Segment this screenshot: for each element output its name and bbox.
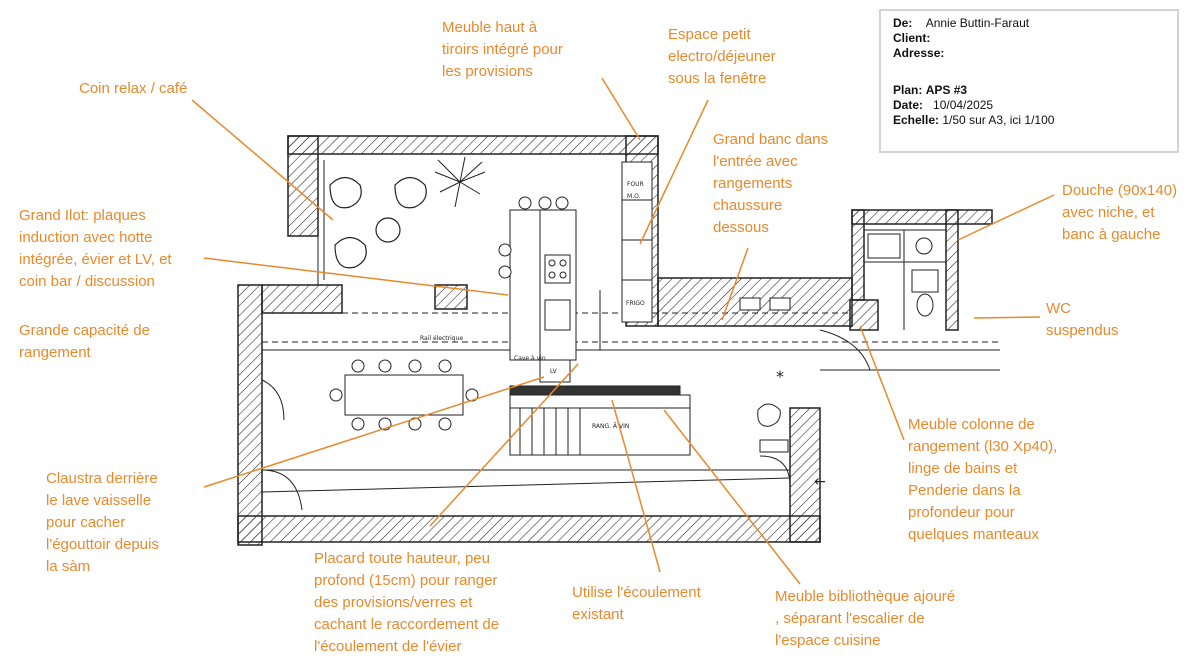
annotation-douche: Douche (90x140) avec niche, et banc à ga… — [1062, 182, 1178, 243]
dining-table — [329, 359, 479, 431]
svg-text:Rail électrique: Rail électrique — [420, 335, 463, 342]
tb-de-value: Annie Buttin-Faraut — [925, 16, 1030, 30]
tb-adresse-label: Adresse: — [893, 46, 945, 60]
tb-client-label: Client: — [893, 31, 931, 45]
tb-echelle-label: Echelle: — [893, 113, 940, 127]
annotation-coin-relax: Coin relax / café — [79, 80, 188, 97]
tb-date-row: Date: 10/04/2025 — [893, 98, 993, 112]
plant — [434, 156, 486, 208]
tb-address-row: Adresse: — [893, 46, 944, 60]
plan-labels: FOUR M.O. FRIGO LV Cave à vin Rail élect… — [420, 181, 826, 490]
tb-de-label: De: — [893, 16, 913, 30]
annotation-grande-capacite: Grande capacité de rangement — [19, 322, 150, 361]
wall-bathroom-left — [851, 209, 865, 301]
tb-echelle-value: 1/50 sur A3, ici 1/100 — [942, 113, 1055, 127]
tb-date-value: 10/04/2025 — [933, 98, 994, 112]
doors — [261, 329, 871, 511]
kitchen-cabinets — [621, 161, 653, 323]
tb-author-row: De: Annie Buttin-Faraut — [893, 16, 1029, 30]
svg-text:FRIGO: FRIGO — [626, 300, 645, 307]
staircase — [509, 385, 691, 456]
tb-plan-value: APS #3 — [925, 83, 968, 97]
wall-bathroom-top — [851, 209, 993, 225]
wall-top-left-room — [287, 135, 659, 155]
entry-furniture — [739, 297, 791, 453]
title-block: De: Annie Buttin-Faraut Client: Adresse:… — [879, 9, 1179, 153]
wall-bathroom-right — [945, 209, 959, 331]
annotation-espace-petit: Espace petit electro/déjeuner sous la fe… — [668, 26, 776, 87]
annotation-claustra: Claustra derrière le lave vaisselle pour… — [46, 470, 159, 575]
wall-bottom-right — [789, 407, 821, 543]
annotation-grand-ilot: Grand Ilot: plaques induction avec hotte… — [19, 207, 172, 290]
tb-plan-row: Plan: APS #3 — [893, 83, 967, 97]
svg-text:LV: LV — [550, 368, 558, 375]
wall-right-lower — [849, 299, 879, 331]
annotation-placard: Placard toute hauteur, peu profond (15cm… — [314, 550, 500, 655]
annotation-grand-banc: Grand banc dans l'entrée avec rangements… — [713, 131, 829, 236]
svg-text:←: ← — [814, 474, 826, 490]
svg-text:RANG. Ã VIN: RANG. Ã VIN — [592, 423, 629, 430]
walls — [237, 135, 993, 546]
tb-date-label: Date: — [893, 98, 924, 112]
svg-text:*: * — [776, 367, 784, 386]
annotation-meuble-biblio: Meuble bibliothèque ajouré , séparant l'… — [775, 588, 956, 649]
relax-chairs — [329, 176, 427, 269]
wall-bottom — [237, 515, 821, 543]
kitchen-island — [509, 209, 577, 383]
interior-lines — [261, 160, 1000, 520]
annotation-meuble-colonne: Meuble colonne de rangement (l30 Xp40), … — [908, 416, 1058, 543]
wall-left-stub — [261, 284, 343, 314]
leader-lines — [191, 77, 1055, 585]
svg-text:FOUR: FOUR — [627, 181, 644, 188]
svg-text:Cave à vin: Cave à vin — [514, 355, 546, 362]
wall-left-outer — [237, 284, 263, 546]
annotation-utilise: Utilise l'écoulement existant — [572, 584, 701, 623]
tb-client-row: Client: — [893, 31, 930, 45]
bar-stools — [498, 196, 569, 279]
svg-text:M.O.: M.O. — [627, 193, 641, 200]
annotation-meuble-haut: Meuble haut à tiroirs intégré pour les p… — [442, 19, 563, 80]
annotation-wc: WC suspendus — [1046, 300, 1119, 339]
tb-scale-row: Echelle: 1/50 sur A3, ici 1/100 — [893, 113, 1054, 127]
bathroom-fixtures — [867, 233, 939, 317]
tb-plan-label: Plan: — [893, 83, 923, 97]
